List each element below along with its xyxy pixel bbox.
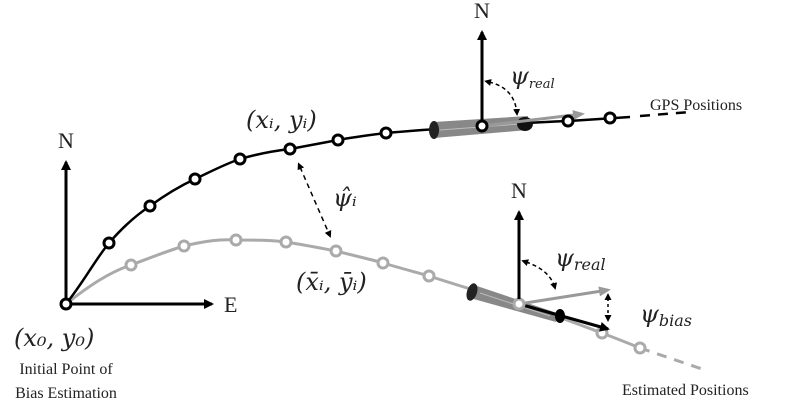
psi-hat-label: ψ̂ᵢ xyxy=(333,184,357,212)
psi-hat-arrow-icon xyxy=(297,162,332,238)
gps-point-label: (xᵢ, yᵢ) xyxy=(246,106,317,134)
gps-local-axes: N ψreal xyxy=(474,0,555,121)
east-label-main: E xyxy=(224,292,237,317)
psi-real-top-angle-arrow-icon xyxy=(484,79,521,116)
psi-bias-label: ψbias xyxy=(640,300,692,330)
gps-points xyxy=(59,111,617,311)
psi-real-top-label: ψreal xyxy=(510,62,555,92)
north-label-est: N xyxy=(511,178,527,203)
north-label-gps: N xyxy=(474,0,490,23)
north-label-main: N xyxy=(58,128,74,153)
main-axes: N E xyxy=(58,128,237,317)
psi-real-bottom-angle-arrow-icon xyxy=(521,259,558,290)
origin-caption-line1: Initial Point of xyxy=(19,361,113,378)
gps-vehicle-body xyxy=(429,110,585,139)
est-vehicle-body xyxy=(466,283,611,332)
est-real-heading-arrow-icon xyxy=(518,286,611,306)
gps-track xyxy=(65,110,691,305)
estimated-positions-legend: Estimated Positions xyxy=(622,382,749,399)
est-point-label: (x̄ᵢ, ȳᵢ) xyxy=(296,268,367,296)
psi-real-bottom-label: ψreal xyxy=(555,244,606,274)
est-local-axes: N ψreal ψbias xyxy=(511,178,692,330)
gps-track-dashed-extension xyxy=(639,110,691,118)
origin-point-label: (x₀, y₀) xyxy=(14,324,94,352)
estimated-track-dashed-extension xyxy=(639,346,706,372)
gps-positions-legend: GPS Positions xyxy=(650,97,742,114)
origin-caption-line2: Bias Estimation xyxy=(15,385,117,402)
